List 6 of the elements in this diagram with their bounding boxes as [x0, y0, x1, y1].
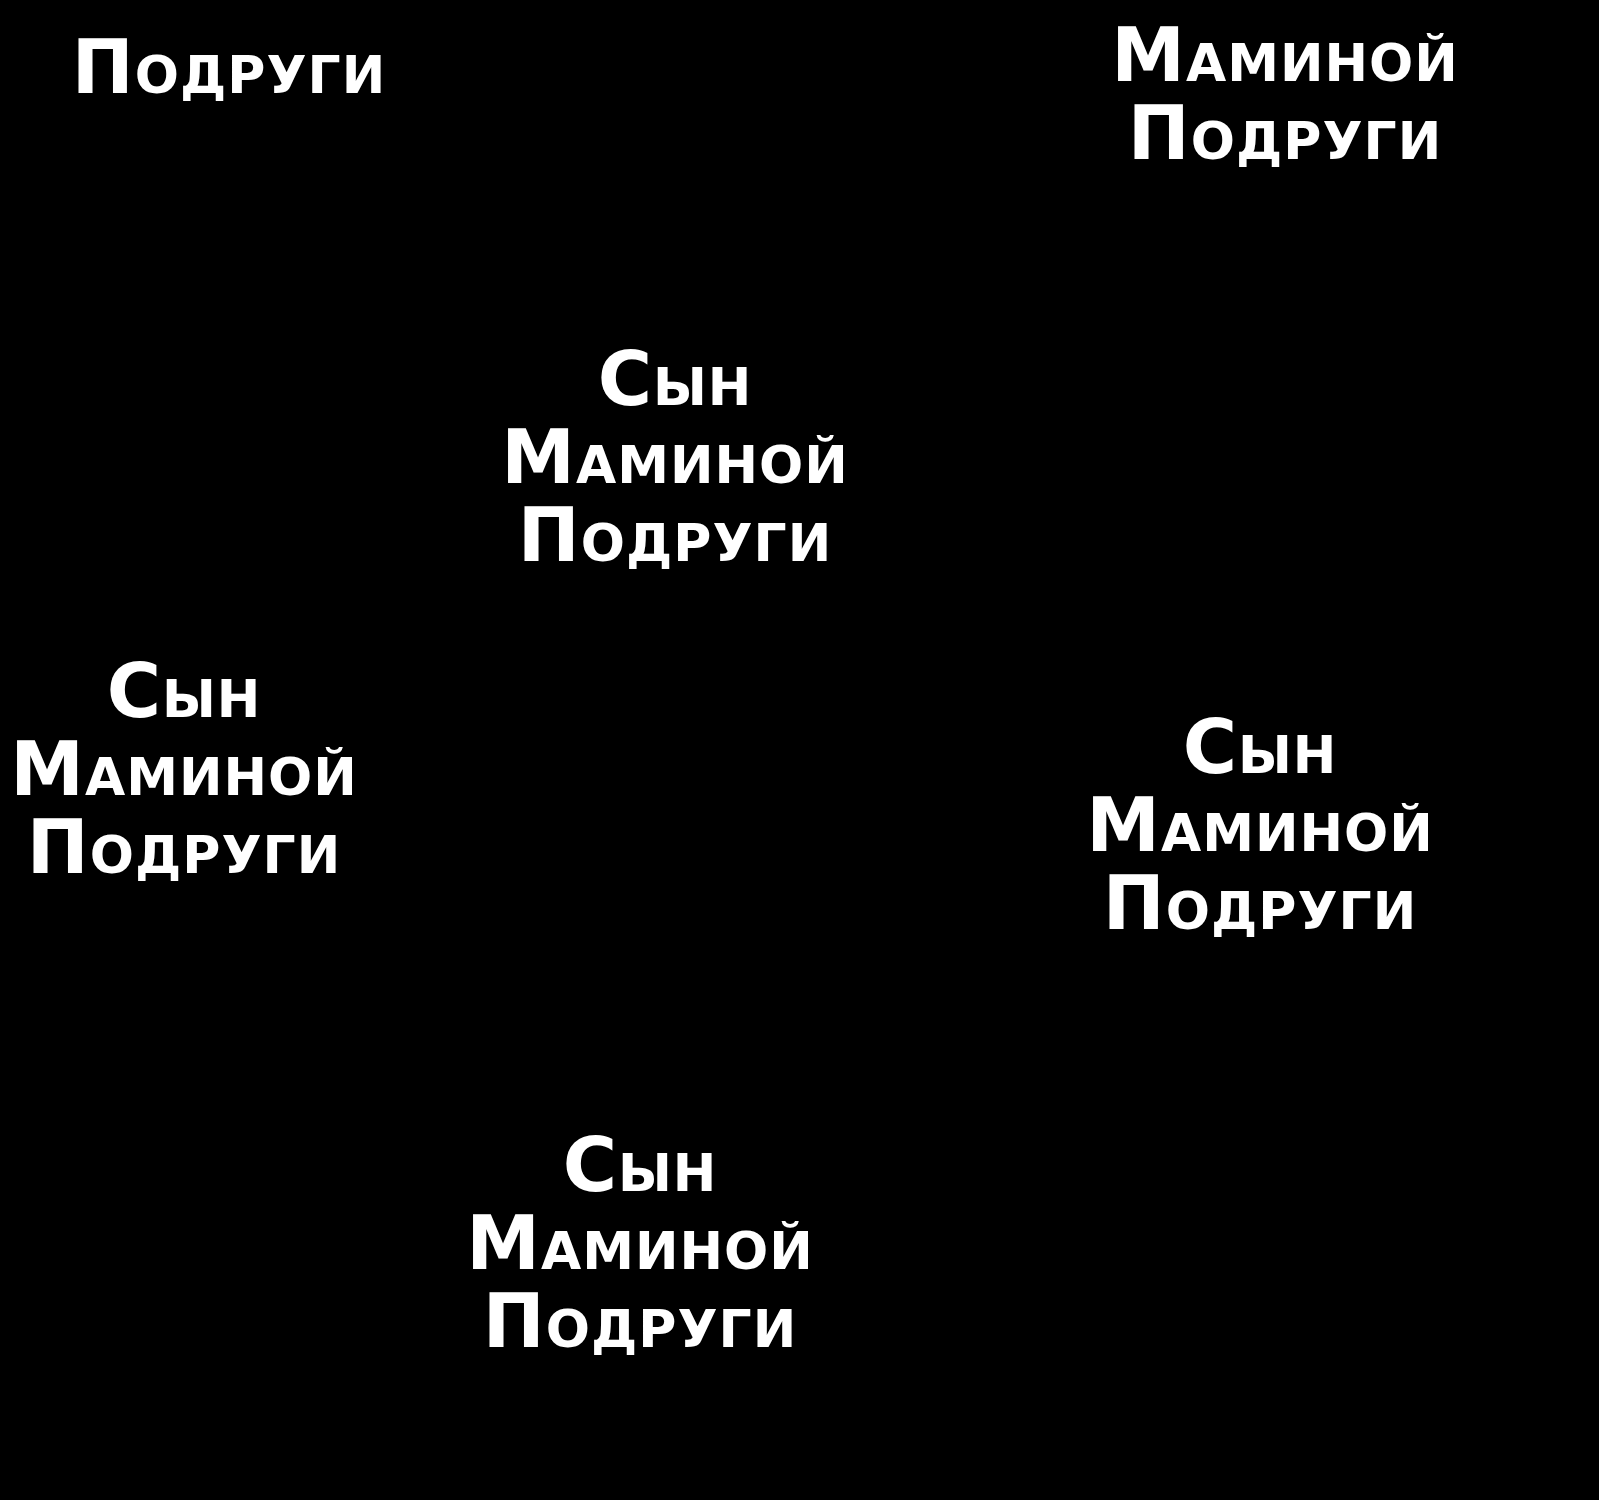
phrase-text: Подруги — [71, 28, 387, 106]
phrase-text: Сын Маминой Подруги — [466, 1126, 814, 1360]
phrase-text: Сын Маминой Подруги — [501, 340, 849, 574]
phrase-text: Сын Маминой Подруги — [1086, 708, 1434, 942]
phrase-text: Сын Маминой Подруги — [10, 652, 358, 886]
phrase-text: Маминой Подруги — [1111, 16, 1459, 172]
